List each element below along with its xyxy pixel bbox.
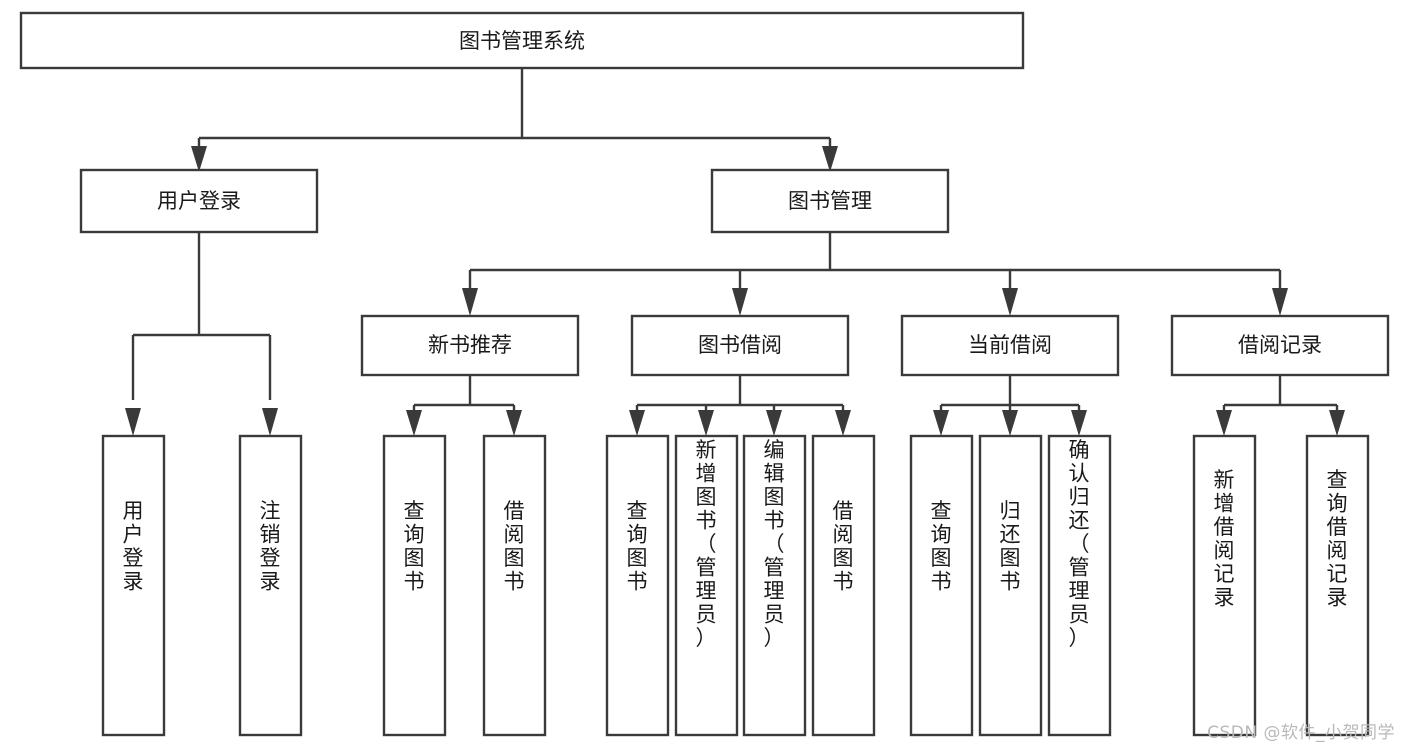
connector-user-login-trunk <box>131 232 272 400</box>
node-book-borrow[interactable]: 图书借阅 <box>630 314 850 377</box>
node-user-login-label: 用户登录 <box>157 189 241 213</box>
node-borrow-record-label: 借阅记录 <box>1238 333 1322 357</box>
node-current-borrow-label: 当前借阅 <box>968 333 1052 357</box>
node-leaf-add-book[interactable]: 新增图书（管理员） <box>674 434 739 737</box>
node-leaf-borrow-book-1-label: 借阅图书 <box>504 499 525 594</box>
node-leaf-return-book[interactable]: 归还图书 <box>978 434 1043 737</box>
arrow-to-leaf-borrow-book-2 <box>835 410 851 436</box>
node-leaf-confirm-return-label: 确认归还（管理员） <box>1069 438 1090 650</box>
node-leaf-query-record[interactable]: 查询借阅记录 <box>1305 434 1370 737</box>
node-leaf-logout-login-label: 注销登录 <box>260 499 281 594</box>
node-current-borrow-box[interactable] <box>900 314 1120 377</box>
connector-book-management-trunk <box>468 232 1282 292</box>
node-book-borrow-box[interactable] <box>630 314 850 377</box>
arrow-to-borrow-record <box>1272 288 1288 316</box>
connector-current-borrow-trunk <box>939 375 1081 412</box>
arrow-to-current-borrow <box>1002 288 1018 316</box>
node-leaf-edit-book-box[interactable] <box>742 434 807 737</box>
node-leaf-borrow-book-2-box[interactable] <box>811 434 876 737</box>
node-leaf-confirm-return-box[interactable] <box>1047 434 1112 737</box>
node-leaf-confirm-return[interactable]: 确认归还（管理员） <box>1047 434 1112 737</box>
node-leaf-query-book-3-label: 查询图书 <box>931 499 952 594</box>
node-book-management-label: 图书管理 <box>788 189 872 213</box>
node-leaf-return-book-box[interactable] <box>978 434 1043 737</box>
arrow-to-book-management <box>822 146 838 172</box>
node-leaf-borrow-book-1-box[interactable] <box>482 434 547 737</box>
node-root[interactable]: 图书管理系统 <box>19 11 1025 70</box>
node-leaf-borrow-book-2[interactable]: 借阅图书 <box>811 434 876 737</box>
node-new-book-recommend-label: 新书推荐 <box>428 333 512 357</box>
arrow-to-leaf-logout-login <box>262 408 278 436</box>
node-leaf-edit-book-label: 编辑图书（管理员） <box>764 438 785 650</box>
node-new-book-recommend-box[interactable] <box>360 314 580 377</box>
node-leaf-query-book-3[interactable]: 查询图书 <box>909 434 974 737</box>
connector-layer <box>125 68 1345 436</box>
arrow-to-book-borrow <box>732 288 748 316</box>
arrow-to-leaf-add-record <box>1216 410 1232 436</box>
node-leaf-query-book-1-box[interactable] <box>382 434 447 737</box>
node-borrow-record[interactable]: 借阅记录 <box>1170 314 1390 377</box>
node-leaf-query-book-3-box[interactable] <box>909 434 974 737</box>
node-leaf-borrow-book-2-label: 借阅图书 <box>833 499 854 594</box>
node-leaf-query-record-label: 查询借阅记录 <box>1327 468 1348 610</box>
node-leaf-edit-book[interactable]: 编辑图书（管理员） <box>742 434 807 737</box>
node-new-book-recommend[interactable]: 新书推荐 <box>360 314 580 377</box>
node-user-login[interactable]: 用户登录 <box>79 168 319 234</box>
node-leaf-query-book-1[interactable]: 查询图书 <box>382 434 447 737</box>
node-leaf-query-book-1-label: 查询图书 <box>404 499 425 594</box>
node-leaf-borrow-book-1[interactable]: 借阅图书 <box>482 434 547 737</box>
connector-borrow-record-trunk <box>1222 375 1339 412</box>
arrow-to-leaf-add-book <box>698 410 714 436</box>
node-leaf-add-record-box[interactable] <box>1192 434 1257 737</box>
node-leaf-user-login[interactable]: 用户登录 <box>101 434 166 737</box>
arrow-to-leaf-query-record <box>1329 410 1345 436</box>
node-leaf-query-book-2-box[interactable] <box>605 434 670 737</box>
arrow-to-new-book-recommend <box>462 288 478 316</box>
arrow-to-leaf-edit-book <box>766 410 782 436</box>
node-leaf-logout-login[interactable]: 注销登录 <box>238 434 303 737</box>
arrow-to-user-login <box>191 146 207 172</box>
node-leaf-query-book-2[interactable]: 查询图书 <box>605 434 670 737</box>
node-leaf-add-record[interactable]: 新增借阅记录 <box>1192 434 1257 737</box>
node-root-box[interactable] <box>19 11 1025 70</box>
node-leaf-return-book-label: 归还图书 <box>1000 499 1021 594</box>
node-book-management[interactable]: 图书管理 <box>710 168 950 234</box>
node-book-borrow-label: 图书借阅 <box>698 333 782 357</box>
node-leaf-add-record-label: 新增借阅记录 <box>1214 468 1235 610</box>
connector-book-borrow-trunk <box>635 375 845 412</box>
leaf-node-layer: 用户登录 注销登录 查询图书 借阅图书 查询图书 新增图书（管理员） <box>101 434 1370 737</box>
node-borrow-record-box[interactable] <box>1170 314 1390 377</box>
connector-root-trunk <box>197 68 832 160</box>
connector-new-book-recommend-trunk <box>412 375 516 412</box>
arrow-to-leaf-confirm-return <box>1071 410 1087 436</box>
arrow-to-leaf-return-book <box>1002 410 1018 436</box>
node-leaf-user-login-box[interactable] <box>101 434 166 737</box>
node-leaf-query-book-2-label: 查询图书 <box>627 499 648 594</box>
arrow-to-leaf-query-book-3 <box>933 410 949 436</box>
arrow-to-leaf-query-book-1 <box>406 410 422 436</box>
node-root-label: 图书管理系统 <box>459 29 585 53</box>
node-user-login-box[interactable] <box>79 168 319 234</box>
arrow-to-leaf-borrow-book-1 <box>506 410 522 436</box>
node-leaf-add-book-label: 新增图书（管理员） <box>696 438 717 650</box>
node-current-borrow[interactable]: 当前借阅 <box>900 314 1120 377</box>
node-book-management-box[interactable] <box>710 168 950 234</box>
csdn-watermark: CSDN @软件_小贺同学 <box>1207 723 1395 743</box>
node-leaf-logout-login-box[interactable] <box>238 434 303 737</box>
arrow-to-leaf-query-book-2 <box>629 410 645 436</box>
node-leaf-add-book-box[interactable] <box>674 434 739 737</box>
node-leaf-query-record-box[interactable] <box>1305 434 1370 737</box>
node-leaf-user-login-label: 用户登录 <box>123 499 144 594</box>
arrow-to-leaf-user-login <box>125 408 141 436</box>
